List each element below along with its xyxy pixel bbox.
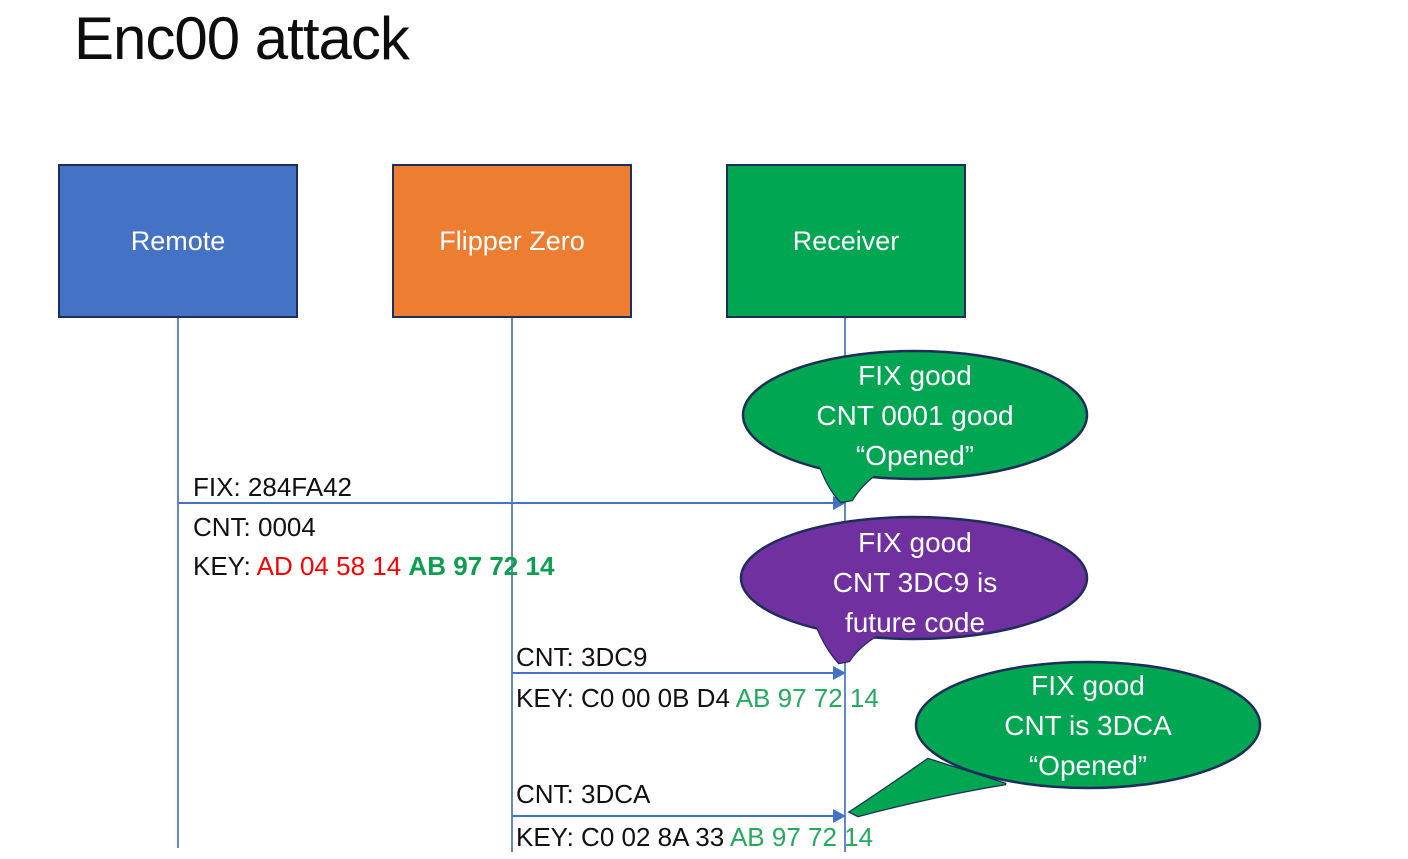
- message1-key-label: KEY: AD 04 58 14 AB 97 72 14: [193, 551, 554, 582]
- key-red-bytes: AD 04 58 14: [256, 551, 402, 581]
- key-black-bytes: KEY: C0 00 0B D4: [516, 683, 730, 713]
- bubble-line: FIX good: [1031, 670, 1145, 701]
- slide-title: Enc00 attack: [74, 5, 410, 72]
- speech-bubble-text: FIX good CNT 0001 good “Opened”: [735, 352, 1095, 480]
- speech-bubble-shape: [739, 515, 1089, 665]
- lifeline-flipper-zero: [511, 318, 513, 852]
- speech-bubble-text: FIX good CNT 3DC9 is future code: [735, 522, 1095, 644]
- actor-label-flipper-zero: Flipper Zero: [439, 225, 585, 256]
- speech-bubble-receiver-2: FIX good CNT 3DC9 is future code: [735, 512, 1095, 672]
- message2-key-label: KEY: C0 00 0B D4 AB 97 72 14: [516, 683, 879, 714]
- lifeline-remote: [177, 318, 179, 848]
- actor-box-flipper-zero: Flipper Zero: [392, 164, 632, 318]
- actor-label-receiver: Receiver: [792, 225, 900, 256]
- bubble-line: FIX good: [858, 360, 972, 391]
- actor-label-remote: Remote: [130, 225, 226, 256]
- speech-bubble-receiver-3: FIX good CNT is 3DCA “Opened”: [830, 655, 1275, 820]
- bubble-line: CNT 3DC9 is: [832, 567, 998, 598]
- arrowhead-icon: [833, 666, 846, 680]
- message2-cnt-label: CNT: 3DC9: [516, 642, 648, 672]
- message3-key-label: KEY: C0 02 8A 33 AB 97 72 14: [516, 822, 873, 853]
- key-prefix: KEY:: [193, 551, 251, 581]
- key-green-bytes: AB 97 72 14: [735, 683, 879, 713]
- bubble-line: CNT 0001 good: [816, 400, 1014, 431]
- message3-cnt-label: CNT: 3DCA: [516, 779, 651, 809]
- speech-bubble-text: FIX good CNT is 3DCA “Opened”: [915, 663, 1261, 789]
- speech-bubble-shape: [741, 349, 1089, 504]
- speech-bubble-shape: [847, 660, 1262, 818]
- key-black-bytes: KEY: C0 02 8A 33: [516, 822, 725, 852]
- arrowhead-icon: [833, 809, 846, 823]
- key-green-bytes: AB 97 72 14: [408, 551, 555, 581]
- speech-bubble-receiver-1: FIX good CNT 0001 good “Opened”: [735, 340, 1095, 512]
- bubble-line: CNT is 3DCA: [1004, 710, 1172, 741]
- actor-box-remote: Remote: [58, 164, 298, 318]
- key-green-bytes: AB 97 72 14: [729, 822, 874, 852]
- bubble-line: “Opened”: [855, 440, 975, 471]
- actor-box-receiver: Receiver: [726, 164, 966, 318]
- bubble-line: future code: [844, 607, 986, 638]
- message1-cnt-label: CNT: 0004: [193, 512, 316, 542]
- message1-fix-label: FIX: 284FA42: [193, 472, 352, 502]
- message-arrow-2: [512, 666, 846, 680]
- message-arrow-3: [512, 809, 846, 823]
- bubble-line: “Opened”: [1028, 750, 1148, 781]
- bubble-line: FIX good: [858, 527, 972, 558]
